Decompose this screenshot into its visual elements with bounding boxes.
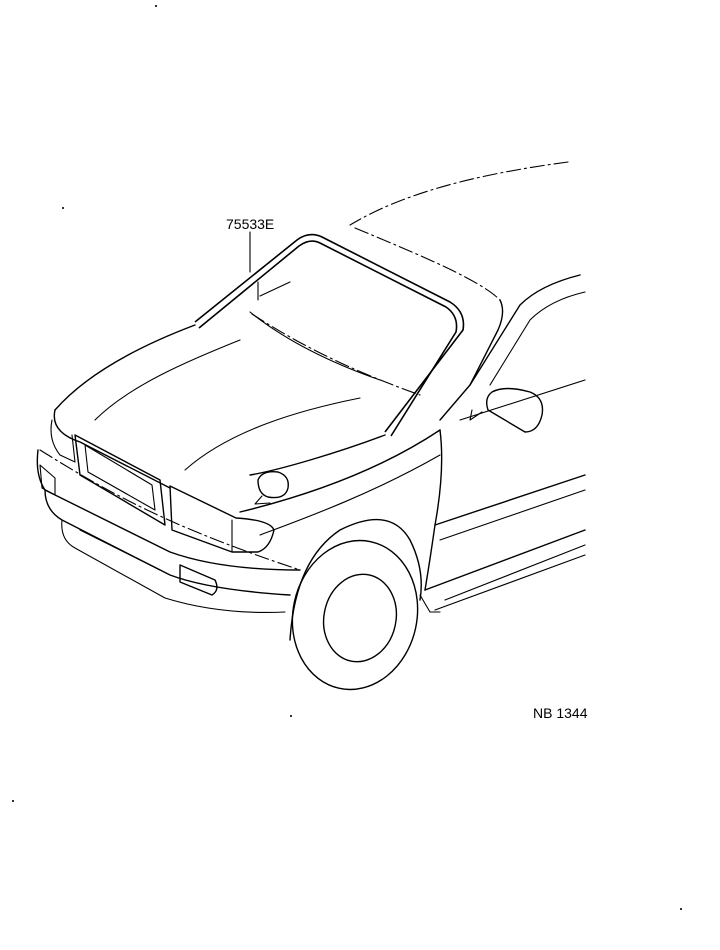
grille-inner <box>84 444 156 511</box>
running-board <box>419 544 586 613</box>
hood-crease-left <box>94 339 241 421</box>
door-front-edge <box>424 429 443 591</box>
hood-front-edge <box>53 409 171 489</box>
fender-crease <box>259 454 441 536</box>
part-number-callout: 75533E <box>226 216 275 232</box>
side-molding-lower <box>439 489 586 541</box>
scan-speck <box>12 800 14 802</box>
windshield-glass-edge <box>249 281 381 381</box>
hood-crease-right <box>184 397 361 471</box>
figure-id-label: NB 1344 <box>533 705 588 721</box>
fog-lamp <box>179 564 218 596</box>
side-mirror <box>485 387 544 433</box>
bumper-slot <box>79 529 161 571</box>
front-bumper <box>36 449 301 571</box>
fender-line <box>239 429 441 513</box>
bumper-left-lamp <box>39 464 56 496</box>
fender-marker-base <box>254 495 271 505</box>
roof-side-line <box>354 227 501 301</box>
bumper-lower <box>44 489 291 596</box>
front-tire <box>291 539 419 691</box>
bumper-bottom <box>61 519 286 613</box>
rocker-lower <box>434 554 586 611</box>
mirror-mount <box>469 409 483 421</box>
cowl-line <box>251 313 421 396</box>
body-side-molding <box>434 474 586 526</box>
front-wheel-rim <box>322 573 398 663</box>
roof-line <box>349 161 569 226</box>
hood-side-edge <box>249 434 386 476</box>
grille-left-lamp <box>50 419 76 463</box>
wheel-arch <box>289 518 422 641</box>
scan-speck <box>680 908 682 910</box>
fender-marker-lamp <box>257 470 289 499</box>
hood-outline <box>54 324 196 411</box>
scan-speck <box>155 5 157 7</box>
bumper-edge <box>39 449 301 571</box>
windshield-moulding <box>194 233 465 437</box>
rocker-panel <box>424 529 586 591</box>
scan-speck <box>290 715 292 717</box>
side-window-inner <box>489 291 586 386</box>
headlamp <box>169 485 275 553</box>
a-pillar <box>439 299 504 421</box>
grille-outline <box>74 434 166 526</box>
scan-speck <box>62 207 64 209</box>
side-window-frame <box>469 274 581 386</box>
